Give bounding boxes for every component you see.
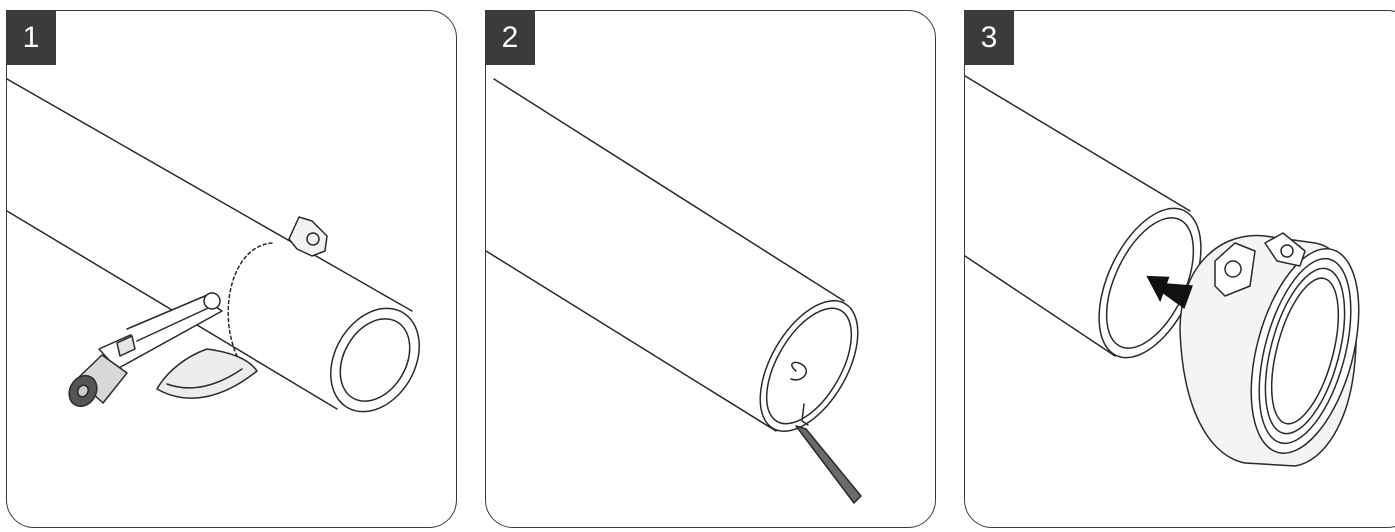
- pipe-bore: [765, 307, 853, 425]
- pipe-bore: [339, 318, 411, 402]
- coupling-clamp: [1214, 242, 1256, 297]
- cut-line: [227, 242, 273, 357]
- step-number-badge: 3: [965, 11, 1014, 65]
- step-panel-3: 3: [964, 10, 1395, 528]
- cutter-slide: [116, 335, 136, 357]
- deburring-tool-handle: [795, 425, 862, 504]
- push-arrow: [1146, 275, 1193, 309]
- deburring-tool-blade: [801, 403, 809, 426]
- coupling-opening: [1250, 248, 1360, 454]
- step-panel-1: 1: [6, 10, 457, 528]
- deburring-illustration: [486, 78, 862, 504]
- step-number-badge: 1: [7, 11, 56, 65]
- pipe-end: [759, 300, 859, 432]
- deburring-hook: [790, 361, 808, 381]
- step-number-badge: 2: [486, 11, 535, 65]
- pipe-outline: [493, 78, 845, 302]
- pipe-outline: [965, 75, 1191, 212]
- pipe-end: [330, 307, 420, 413]
- pipe-cutter-illustration: [7, 78, 420, 413]
- coupling-illustration: [965, 75, 1360, 467]
- pipe-outline: [965, 255, 1116, 357]
- step-panel-2: 2: [485, 10, 936, 528]
- pipe-outline: [486, 250, 777, 432]
- pipe-outline: [7, 78, 413, 312]
- cutter-handle: [156, 348, 258, 399]
